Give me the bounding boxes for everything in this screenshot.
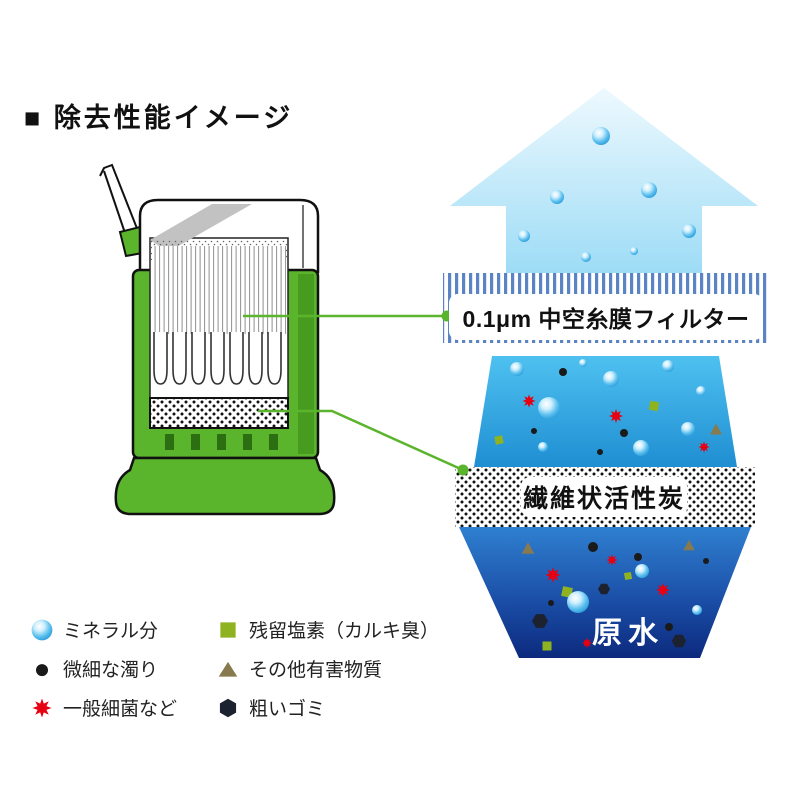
- bubble-particle: [518, 230, 530, 242]
- bubble-particle: [641, 182, 657, 198]
- body-shade: [298, 274, 314, 454]
- bubble-particle: [662, 360, 674, 372]
- bubble-particle: [510, 362, 524, 376]
- legend-item-chlorine: 残留塩素（カルキ臭）: [216, 616, 476, 643]
- device-carbon-layer: [149, 397, 289, 429]
- bacteria-particle: [606, 554, 618, 566]
- chlorine-particle: [494, 435, 504, 445]
- carbon-callout-dot: [457, 464, 469, 476]
- raw-water-section: [459, 527, 751, 658]
- bacteria-particle: [698, 441, 710, 453]
- raw-water-particles: [521, 539, 709, 651]
- mineral-bubble-icon: [31, 619, 53, 640]
- dirt-particle: [597, 449, 603, 455]
- clean-water-arrow: [450, 88, 758, 273]
- chlorine-particle: [623, 571, 633, 581]
- dirt-particle: [588, 542, 598, 552]
- dirt-particle: [548, 600, 554, 606]
- legend-label: 一般細菌など: [63, 699, 178, 720]
- callout-lines: [243, 310, 469, 476]
- legend-item-debris: 粗いゴミ: [216, 694, 476, 721]
- harmful-triangle-icon: [218, 661, 238, 677]
- legend-label: 粗いゴミ: [249, 699, 326, 720]
- bubble-particle: [692, 605, 702, 615]
- legend-label: その他有害物質: [249, 660, 383, 681]
- bubble-particle: [633, 440, 649, 456]
- bacteria-particle: [609, 409, 623, 423]
- legend-item-bacteria: 一般細菌など: [30, 694, 212, 721]
- dirt-particle: [634, 553, 642, 561]
- legend-label: ミネラル分: [63, 621, 159, 642]
- membrane-filter-label: 0.1μm 中空糸膜フィルター: [449, 294, 763, 340]
- turbidity-dot-icon: [36, 663, 48, 676]
- bubble-particle: [603, 371, 619, 387]
- bubble-particle: [581, 252, 591, 262]
- raw-water-label: 原水: [592, 617, 664, 650]
- page-title: ■ 除去性能イメージ: [24, 103, 294, 133]
- dirt-particle: [665, 623, 673, 631]
- bubble-particle: [550, 190, 564, 204]
- debris-hexagon-icon: [219, 698, 237, 717]
- arrow-mineral-bubbles: [518, 127, 696, 262]
- dirt-particle: [620, 429, 628, 437]
- fiber-bundle: [152, 246, 286, 334]
- mid-water-section: [474, 356, 737, 467]
- dirt-particle: [531, 428, 537, 434]
- base: [114, 456, 336, 516]
- mid-water-particles: [494, 359, 722, 456]
- bacteria-burst-icon: [32, 697, 52, 718]
- dirt-particle: [559, 368, 567, 376]
- fiber-loops: [153, 332, 282, 385]
- bubble-particle: [538, 442, 548, 452]
- bubble-particle: [682, 224, 696, 238]
- chlorine-particle: [648, 400, 660, 412]
- chlorine-square-icon: [220, 621, 236, 638]
- bacteria-particle: [545, 567, 561, 583]
- legend-label: 残留塩素（カルキ臭）: [249, 621, 440, 642]
- bubble-particle: [635, 564, 649, 578]
- purifier-illustration: [99, 163, 336, 516]
- legend: ミネラル分 残留塩素（カルキ臭） 微細な濁り その他有害物質 一般細菌など: [30, 616, 476, 721]
- activated-carbon-label: 繊維状活性炭: [521, 477, 687, 517]
- chlorine-particle: [542, 641, 552, 651]
- bubble-particle: [592, 127, 610, 145]
- bacteria-particle: [656, 583, 670, 597]
- bacteria-particle: [522, 394, 536, 408]
- bubble-particle: [630, 247, 638, 255]
- bubble-particle: [696, 386, 706, 396]
- outlet-slots: [165, 434, 278, 450]
- legend-item-turbidity: 微細な濁り: [30, 655, 212, 682]
- carbon-callout-line: [258, 409, 464, 472]
- legend-item-mineral: ミネラル分: [30, 616, 212, 643]
- bubble-particle: [567, 591, 589, 613]
- inlet-tube-line: [103, 170, 127, 237]
- bubble-particle: [681, 422, 695, 436]
- dirt-particle: [703, 558, 709, 564]
- bubble-particle: [538, 397, 560, 419]
- legend-item-harmful: その他有害物質: [216, 655, 476, 682]
- legend-label: 微細な濁り: [63, 660, 159, 681]
- inlet-tube-line: [99, 163, 139, 232]
- bubble-particle: [579, 359, 587, 367]
